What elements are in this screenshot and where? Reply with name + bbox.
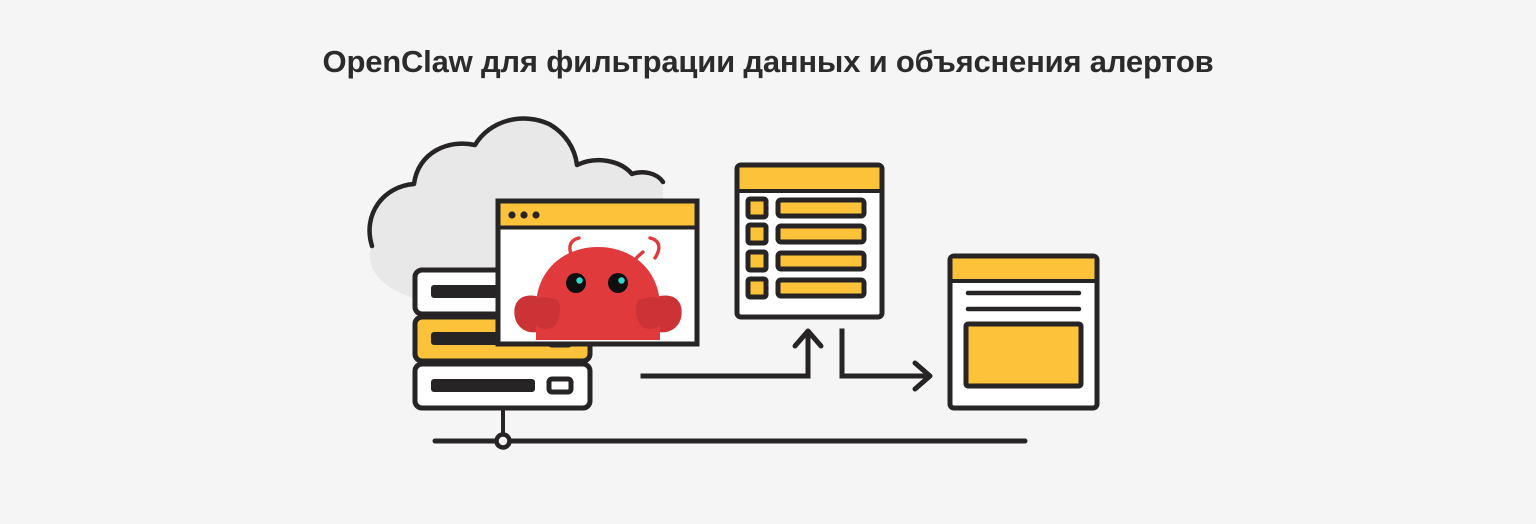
mascot-eye-right	[608, 273, 628, 293]
alert-explanation-document-panel	[947, 253, 1100, 411]
list-item	[745, 249, 867, 273]
document-content-block	[963, 321, 1084, 389]
browser-window	[495, 198, 700, 347]
network-bus-line	[432, 400, 1028, 450]
filtered-data-list-panel	[734, 162, 885, 320]
browser-window-dots	[508, 211, 540, 219]
bus-connector-dot	[494, 432, 512, 450]
document-panel-header	[952, 258, 1095, 281]
arrow-to-list	[640, 328, 824, 379]
server-rack-3	[412, 359, 593, 411]
openclaw-crab-mascot	[514, 236, 682, 340]
mascot-eye-left	[566, 273, 586, 293]
list-item	[745, 196, 867, 220]
arrow-to-document	[839, 328, 933, 392]
browser-titlebar	[500, 203, 695, 228]
list-item	[745, 222, 867, 246]
page-title: OpenClaw для фильтрации данных и объясне…	[322, 44, 1214, 79]
list-item	[745, 276, 867, 300]
list-panel-header	[739, 167, 880, 191]
